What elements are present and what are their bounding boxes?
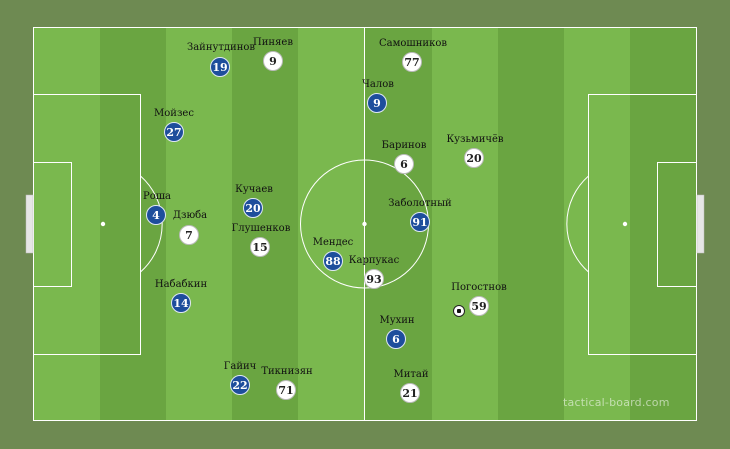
player-token[interactable]: 6 xyxy=(386,329,406,349)
player-token[interactable]: 93 xyxy=(364,269,384,289)
pitch-stripe xyxy=(298,27,365,421)
player-token[interactable]: 20 xyxy=(464,148,484,168)
player-name: Дзюба xyxy=(172,210,208,221)
pitch-stripe xyxy=(498,27,564,421)
player-token[interactable]: 14 xyxy=(171,293,191,313)
player-name: Гайич xyxy=(223,361,257,372)
player-name: Пиняев xyxy=(253,37,293,48)
player-name: Набабкин xyxy=(154,279,208,290)
ball-icon[interactable] xyxy=(453,305,465,317)
player-name: Тикнизян xyxy=(261,366,313,377)
player-token[interactable]: 88 xyxy=(323,251,343,271)
right-penalty-spot xyxy=(622,221,628,227)
left-goal xyxy=(25,194,34,254)
player-name: Заболотный xyxy=(388,198,452,209)
player-name: Баринов xyxy=(381,140,427,151)
left-penalty-spot xyxy=(100,221,106,227)
player-token[interactable]: 9 xyxy=(367,93,387,113)
pitch-stripe xyxy=(166,27,232,421)
player-name: Мендес xyxy=(312,237,354,248)
player-name: Роша xyxy=(142,191,172,202)
center-spot xyxy=(362,221,367,227)
player-name: Зайнутдинов xyxy=(186,42,256,53)
player-token[interactable]: 15 xyxy=(250,237,270,257)
right-penalty-area xyxy=(588,94,697,355)
player-token[interactable]: 6 xyxy=(394,154,414,174)
player-token[interactable]: 9 xyxy=(263,51,283,71)
pitch-stripe xyxy=(232,27,298,421)
player-token[interactable]: 27 xyxy=(164,122,184,142)
player-token[interactable]: 21 xyxy=(400,383,420,403)
player-token[interactable]: 77 xyxy=(402,52,422,72)
player-name: Чалов xyxy=(362,79,394,90)
player-name: Кузьмичёв xyxy=(446,134,504,145)
right-goal-area xyxy=(657,162,697,287)
player-token[interactable]: 22 xyxy=(230,375,250,395)
player-name: Кучаев xyxy=(235,184,273,195)
player-token[interactable]: 71 xyxy=(276,380,296,400)
pitch-stripe xyxy=(630,27,697,421)
player-name: Глушенков xyxy=(231,223,291,234)
player-token[interactable]: 59 xyxy=(469,296,489,316)
player-name: Митай xyxy=(393,369,429,380)
pitch-stripe xyxy=(432,27,498,421)
player-name: Самошников xyxy=(379,38,447,49)
player-token[interactable]: 20 xyxy=(243,198,263,218)
pitch-stripe xyxy=(33,27,100,421)
left-penalty-arc xyxy=(140,175,163,273)
player-token[interactable]: 7 xyxy=(179,225,199,245)
player-token[interactable]: 4 xyxy=(146,205,166,225)
left-goal-area xyxy=(33,162,72,287)
right-penalty-arc xyxy=(566,175,589,273)
player-name: Погостнов xyxy=(451,282,507,293)
player-name: Мойзес xyxy=(154,108,194,119)
player-token[interactable]: 91 xyxy=(410,212,430,232)
left-penalty-area xyxy=(33,94,141,355)
player-token[interactable]: 19 xyxy=(210,57,230,77)
watermark: tactical-board.com xyxy=(563,396,670,409)
player-name: Мухин xyxy=(379,315,415,326)
player-name: Карпукас xyxy=(348,255,400,266)
pitch-stripe xyxy=(564,27,630,421)
right-goal xyxy=(696,194,705,254)
